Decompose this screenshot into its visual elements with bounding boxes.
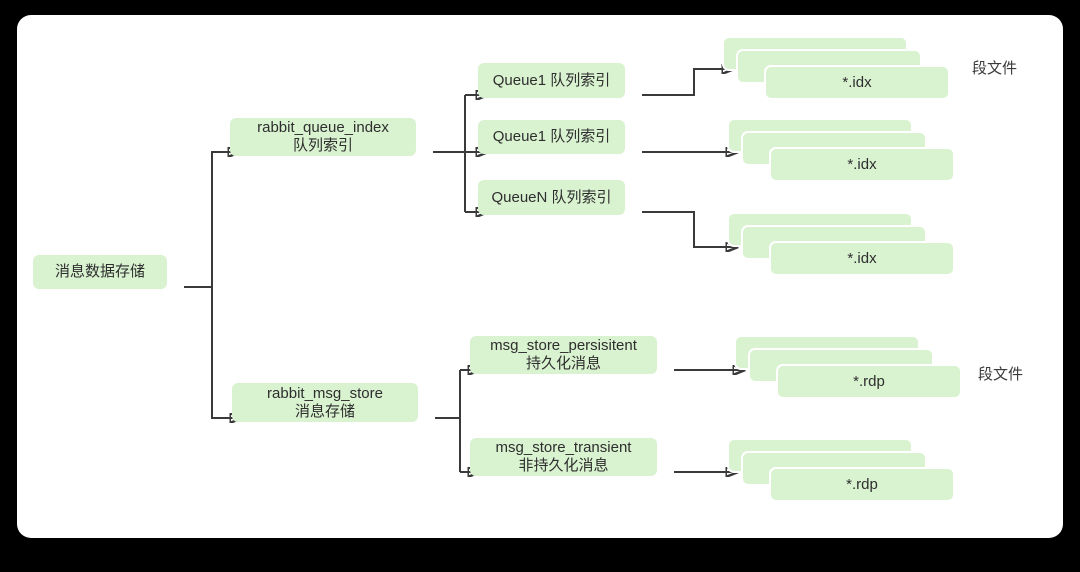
file-stack-2-label: *.idx [847, 156, 877, 173]
queue-node-3-label: QueueN 队列索引 [491, 188, 612, 206]
file-stack-5-front: *.rdp [769, 467, 955, 502]
store-node-transient-subtitle: 非持久化消息 [518, 457, 609, 474]
connector-queue3-to-stack3 [642, 211, 737, 247]
store-node-persistent: msg_store_persisitent 持久化消息 [470, 336, 657, 374]
root-node-label: 消息数据存储 [54, 263, 145, 280]
file-stack-2-front: *.idx [769, 147, 955, 182]
branch-node-queue-index-subtitle: 队列索引 [292, 137, 353, 154]
connector-root-to-queue-index [211, 152, 239, 287]
queue-node-1: Queue1 队列索引 [478, 63, 625, 98]
connector-queue1-to-stack1 [642, 69, 733, 96]
file-stack-1-front: *.idx [764, 65, 950, 100]
branch-node-msg-store-title: rabbit_msg_store [267, 384, 383, 402]
file-stack-3-front: *.idx [769, 241, 955, 276]
file-stack-1-label: *.idx [842, 74, 872, 91]
queue-node-2-label: Queue1 队列索引 [492, 128, 611, 145]
queue-node-3: QueueN 队列索引 [478, 180, 625, 215]
file-stack-4-front: *.rdp [776, 364, 962, 399]
file-stack-3-label: *.idx [847, 250, 877, 267]
branch-node-queue-index: rabbit_queue_index 队列索引 [230, 118, 416, 156]
queue-node-1-label: Queue1 队列索引 [492, 71, 611, 89]
store-node-persistent-subtitle: 持久化消息 [525, 355, 601, 372]
store-node-persistent-title: msg_store_persisitent [490, 337, 637, 354]
root-node: 消息数据存储 [33, 255, 167, 289]
store-node-transient: msg_store_transient 非持久化消息 [470, 438, 657, 476]
store-node-transient-title: msg_store_transient [495, 439, 632, 456]
segment-file-label-top: 段文件 [972, 60, 1018, 77]
segment-file-label-bottom: 段文件 [978, 366, 1024, 383]
branch-node-msg-store-subtitle: 消息存储 [294, 402, 355, 420]
file-stack-5-label: *.rdp [846, 476, 878, 493]
branch-node-queue-index-title: rabbit_queue_index [257, 119, 389, 136]
file-stack-4-label: *.rdp [853, 373, 885, 390]
branch-node-msg-store: rabbit_msg_store 消息存储 [232, 383, 418, 422]
queue-node-2: Queue1 队列索引 [478, 120, 625, 154]
diagram-panel: 消息数据存储 rabbit_queue_index 队列索引 rabbit_ms… [17, 15, 1063, 538]
